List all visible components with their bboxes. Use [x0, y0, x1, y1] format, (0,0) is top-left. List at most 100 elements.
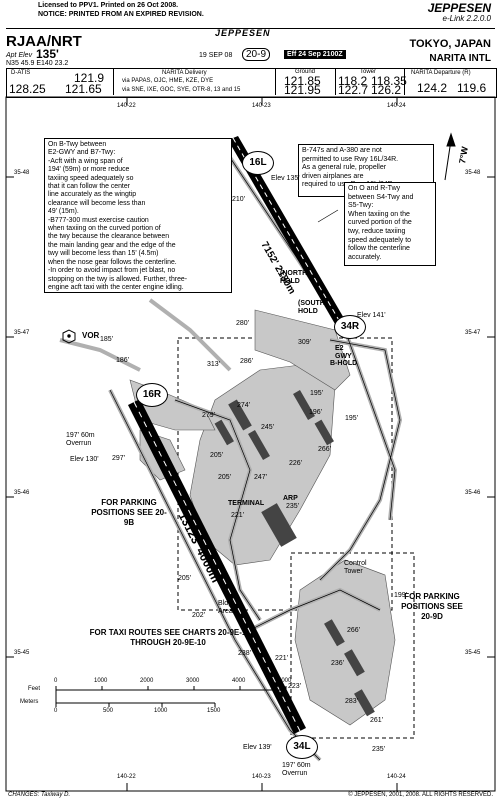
apt-elev-label: Apt Elev: [6, 52, 33, 59]
lon-140-23-bottom: 140-23: [252, 774, 271, 780]
spot-elev: 205': [210, 452, 224, 459]
elev-34R: Elev 141': [357, 312, 386, 319]
runway-34R-label: 34R: [334, 315, 366, 339]
parking-note-left: FOR PARKING POSITIONS SEE 20-9B: [91, 498, 167, 527]
scale-feet-tick: 4000: [232, 678, 246, 684]
spot-elev: 235': [372, 746, 386, 753]
magvar-arrow: [444, 132, 456, 181]
departure-cell: NARITA Departure (R) 124.2 119.6: [405, 69, 494, 95]
spot-elev: 221': [275, 655, 289, 662]
vor-symbol: [62, 329, 76, 344]
lat-35-48-right: 35-48: [465, 170, 481, 176]
scale-meters-label: Meters: [20, 699, 39, 705]
vor-label: VOR: [82, 331, 100, 340]
scale-meter-tick: 0: [54, 708, 58, 714]
airport-coords: N35 45.9 E140 23.2: [6, 60, 69, 67]
lat-35-46-right: 35-46: [465, 490, 481, 496]
spot-elev: 279': [202, 412, 216, 419]
bldg-area-label: Bldg Area: [218, 600, 233, 615]
chart-date: 19 SEP 08: [199, 52, 233, 59]
scale-feet-tick: 5000: [278, 678, 292, 684]
lat-35-46-left: 35-46: [14, 490, 30, 496]
spot-elev: 313': [207, 361, 221, 368]
banner-brand: JEPPESEN: [215, 28, 271, 38]
tower-freq-1: 118.2: [338, 74, 368, 88]
spot-elev: 297': [112, 455, 126, 462]
elev-16R: Elev 130': [70, 456, 99, 463]
changes-note: CHANGES: Taxiway D.: [8, 792, 71, 798]
b-hold-label: B-HOLD: [330, 360, 358, 367]
arp-label: ARP: [283, 495, 298, 502]
delivery-route-1: via PAPAS, OJC, HME, KZE, DYE: [122, 78, 214, 84]
airport-name: NARITA INTL: [429, 53, 491, 64]
apt-elev-value: 135': [36, 47, 59, 61]
runway-16L-34R: [228, 136, 345, 324]
tower-freq-2: 118.35: [371, 74, 407, 88]
scale-feet-tick: 2000: [140, 678, 154, 684]
runway-34L-label: 34L: [286, 735, 318, 759]
city-name: TOKYO, JAPAN: [409, 38, 492, 50]
lon-140-22-bottom: 140-22: [117, 774, 136, 780]
datis-cell: D-ATIS 128.25 121.9 121.65: [7, 69, 114, 95]
datis-freq-3: 121.65: [65, 82, 102, 96]
spot-elev: 245': [261, 424, 275, 431]
lat-35-45-right: 35-45: [465, 650, 481, 656]
elev-34L: Elev 139': [243, 744, 272, 751]
spot-elev: 235': [286, 503, 300, 510]
ground-label: Ground: [295, 69, 316, 75]
spot-elev: 186': [116, 357, 130, 364]
comm-box: D-ATIS 128.25 121.9 121.65 NARITA Delive…: [6, 68, 497, 98]
chart-number: 20-9: [242, 48, 271, 61]
spot-elev: 226': [289, 460, 303, 467]
spot-elev: 205': [218, 474, 232, 481]
ground-cell: Ground 121.85 121.95: [276, 69, 336, 96]
copyright: © JEPPESEN, 2001, 2008. ALL RIGHTS RESER…: [348, 792, 493, 798]
delivery-label: NARITA Delivery: [162, 70, 207, 76]
apron-areas: [129, 309, 396, 726]
spot-elev: 195': [345, 415, 359, 422]
spot-elev: 261': [370, 717, 384, 724]
spot-elev: 196': [309, 409, 323, 416]
spot-elev: 309': [298, 339, 312, 346]
spot-elev: 195': [310, 390, 324, 397]
spot-elev: 274': [237, 402, 251, 409]
tower-label: Tower: [360, 69, 377, 75]
runway-16R-34L: [128, 399, 306, 734]
scale-meter-tick: 500: [103, 708, 114, 714]
taxi-routes-note: FOR TAXI ROUTES SEE CHARTS 20-9E-1 THROU…: [89, 628, 247, 647]
buildings: [214, 390, 375, 717]
lon-140-24-bottom: 140-24: [387, 774, 406, 780]
spot-elev: 266': [318, 446, 332, 453]
brand-name: JEPPESEN: [427, 1, 491, 15]
control-tower-label: Control Tower: [344, 560, 367, 575]
overrun-16R: 197' 60m Overrun: [66, 432, 95, 447]
lat-35-45-left: 35-45: [14, 650, 30, 656]
spot-elev: 205': [178, 575, 192, 582]
datis-freq-1: 128.25: [9, 82, 46, 96]
scale-feet-tick: 1000: [94, 678, 108, 684]
tower-freq-4: 126.2: [371, 83, 402, 97]
lon-140-24-top: 140-24: [387, 103, 406, 109]
datis-label: D-ATIS: [11, 70, 31, 76]
lat-35-47-left: 35-47: [14, 330, 30, 336]
parking-note-right: FOR PARKING POSITIONS SEE 20-9D: [401, 592, 463, 621]
runway-16R-label: 16R: [136, 383, 168, 407]
lon-140-23-top: 140-23: [252, 103, 271, 109]
lat-35-48-left: 35-48: [14, 170, 30, 176]
scale-feet-label: Feet: [28, 686, 41, 692]
spot-elev: 202': [192, 612, 206, 619]
datis-freq-2: 121.9: [74, 71, 105, 85]
airport-ident: RJAA/NRT: [6, 33, 82, 50]
spot-elev: 238': [238, 650, 252, 657]
license-line: Licensed to PPV1. Printed on 26 Oct 2008…: [38, 2, 179, 9]
departure-freq-1: 124.2: [417, 81, 448, 95]
lat-35-47-right: 35-47: [465, 330, 481, 336]
spot-elev: 266': [347, 627, 361, 634]
runway-16L-label: 16L: [242, 151, 274, 175]
elev-16L: Elev 135': [271, 175, 300, 182]
map-frame: [5, 96, 496, 792]
north-hold-label: (NORTH) HOLD: [280, 270, 310, 285]
